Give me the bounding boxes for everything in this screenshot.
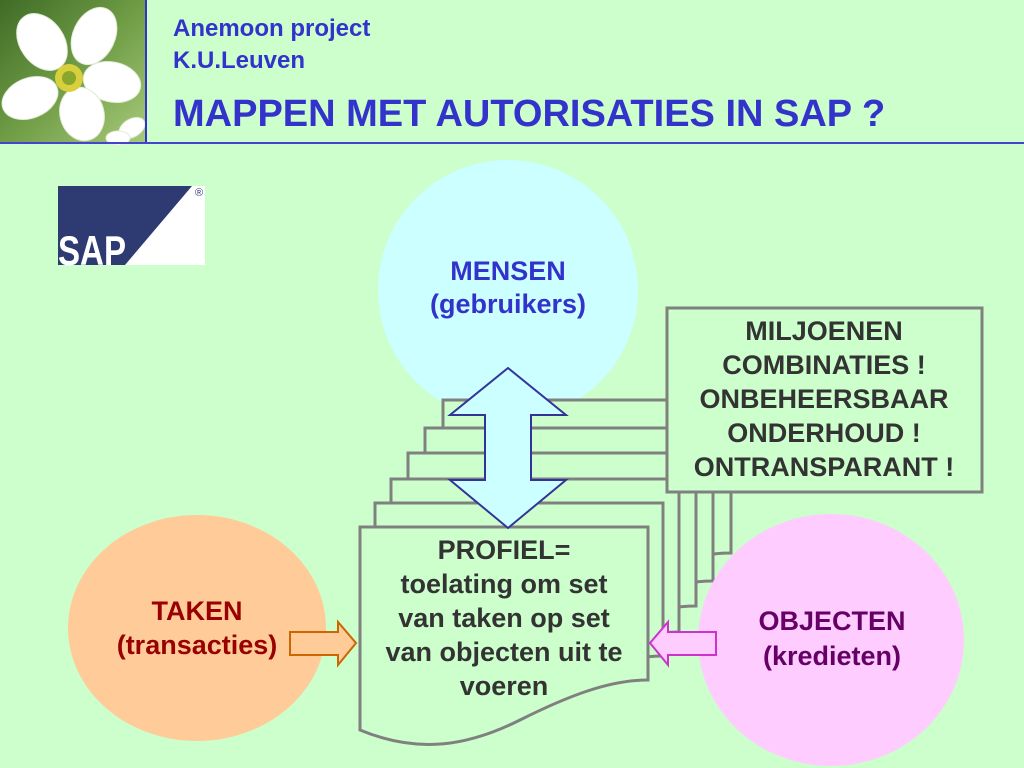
warning-line: COMBINATIES ! (722, 350, 926, 380)
warning-box (665, 306, 984, 494)
profiel-line: toelating om set (400, 569, 607, 599)
warning-text: MILJOENEN COMBINATIES ! ONBEHEERSBAAR ON… (694, 316, 954, 482)
mensen-circle (378, 160, 638, 420)
taken-sublabel: (transacties) (117, 630, 278, 660)
profiel-line: voeren (460, 671, 549, 701)
taken-to-profiel-arrow (289, 619, 358, 668)
profiel-line: PROFIEL= (438, 535, 571, 565)
warning-line: ONBEHEERSBAAR (699, 384, 948, 414)
warning-line: ONDERHOUD ! (727, 418, 921, 448)
taken-label: TAKEN (152, 596, 243, 626)
project-name: Anemoon project (173, 15, 370, 42)
institution-name: K.U.Leuven (173, 47, 305, 74)
warning-line: MILJOENEN (745, 316, 903, 346)
objecten-circle (698, 514, 964, 766)
sap-logo-text: SAP (58, 227, 126, 274)
profiel-line: van taken op set (398, 603, 610, 633)
anemone-flower-image (0, 0, 146, 146)
page-title: MAPPEN MET AUTORISATIES IN SAP ? (173, 93, 885, 135)
taken-circle (68, 515, 326, 741)
warning-line: ONTRANSPARANT ! (694, 452, 954, 482)
sap-logo: SAP ® (58, 186, 205, 274)
objecten-label: OBJECTEN (758, 606, 905, 636)
profiel-text: PROFIEL= toelating om set van taken op s… (385, 535, 622, 701)
mensen-profiel-double-arrow (447, 366, 569, 530)
registered-mark: ® (195, 187, 203, 199)
profiel-line: van objecten uit te (385, 637, 622, 667)
mensen-label: MENSEN (450, 256, 566, 286)
mensen-sublabel: (gebruikers) (430, 289, 586, 319)
objecten-sublabel: (kredieten) (763, 641, 901, 671)
objecten-to-profiel-arrow (648, 619, 717, 668)
